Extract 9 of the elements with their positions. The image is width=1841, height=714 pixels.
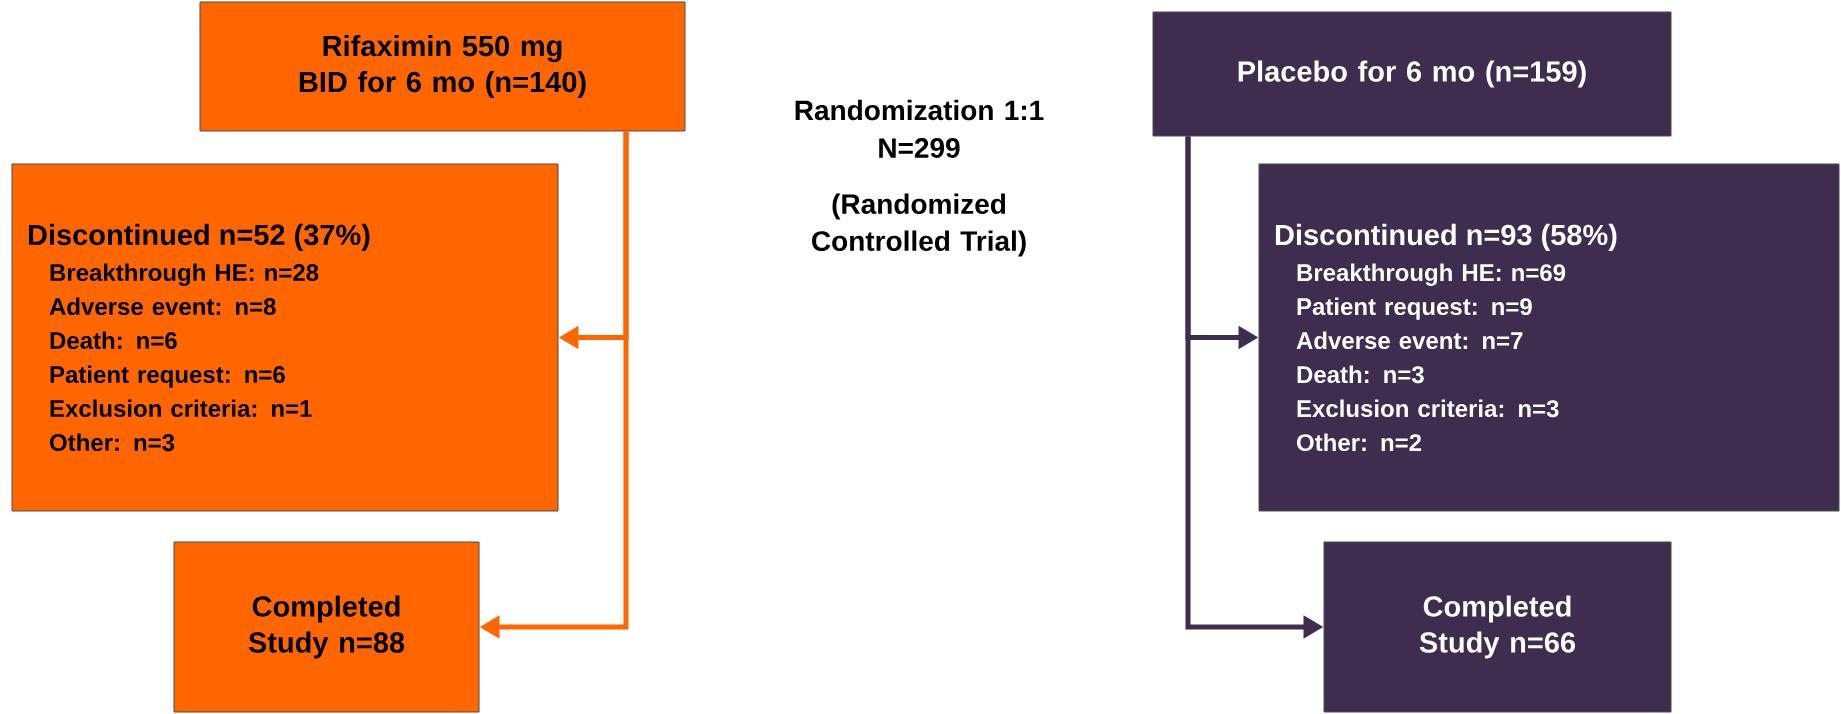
process-box: Completed Study n=66 bbox=[1323, 541, 1672, 713]
label-text: N=299 bbox=[879, 138, 960, 158]
label-text: Randomization 1:1 bbox=[795, 99, 1044, 121]
process-box: Rifaximin 550 mg BID for 6 mo (n=140) bbox=[199, 1, 686, 132]
process-box: Completed Study n=88 bbox=[173, 541, 480, 713]
label-text: (Randomized Controlled Trial) bbox=[812, 193, 1026, 257]
process-box: Discontinued n=52 (37%) Breakthrough HE: n=28 Adverse event: n=8 Death: n=6 Patient request: n=6 Exclusion criteria: n=1 Other: n=3 bbox=[11, 163, 559, 512]
process-box: Placebo for 6 mo (n=159) bbox=[1152, 11, 1672, 137]
process-box: Discontinued n=93 (58%) Breakthrough HE: n=69 Patient request: n=9 Adverse event: n=7 Death: n=3 Exclusion criteria: n=3 Other: n=2 bbox=[1258, 163, 1840, 512]
